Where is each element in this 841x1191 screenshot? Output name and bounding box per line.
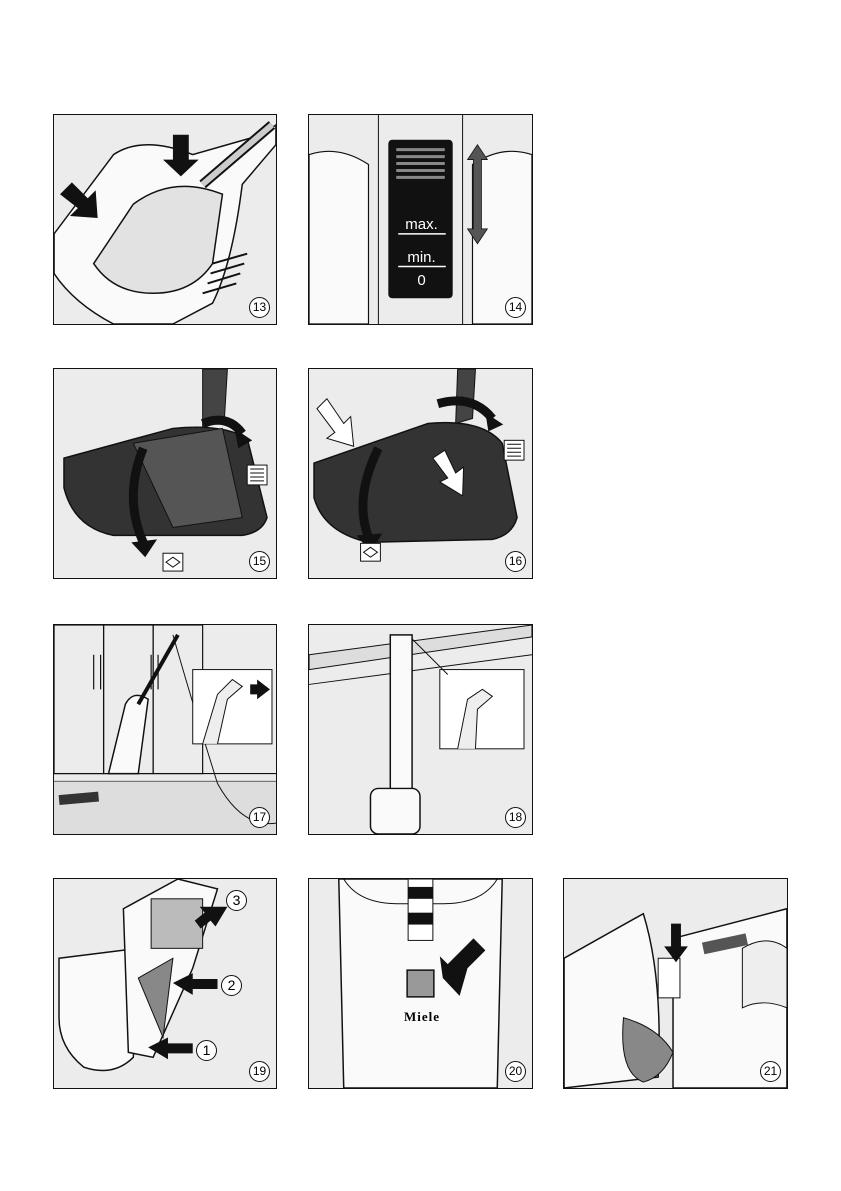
figure-number: 21 [760,1061,781,1082]
hard-floor-icon [361,543,381,561]
vacuum-handle-illustration [54,115,276,324]
figure-18: 18 [308,624,533,835]
bag-compartment-illustration [54,879,276,1088]
max-label: max. [389,216,454,233]
figure-17: 17 [53,624,277,835]
zero-label: 0 [389,272,454,289]
left-press-arrow-icon [317,399,354,447]
figure-number: 18 [505,807,526,828]
vacuum-storage-illustration [309,625,532,834]
hard-floor-icon [163,553,183,571]
callout-2: 2 [221,975,242,996]
figure-15: 15 [53,368,277,579]
callout-1: 1 [196,1040,217,1061]
figure-19: 3 2 1 19 [53,878,277,1089]
figure-number: 16 [505,551,526,572]
floorhead-buttons-illustration [309,369,532,578]
figure-21: 21 [563,878,788,1089]
vacuum-parking-illustration [54,625,276,834]
figure-number: 19 [249,1061,270,1082]
figure-number: 14 [505,297,526,318]
figure-number: 13 [249,297,270,318]
figure-16: 16 [308,368,533,579]
figure-13: 13 [53,114,277,325]
figure-number: 15 [249,551,270,572]
floorhead-illustration [54,369,276,578]
figure-20: Miele 20 [308,878,533,1089]
figure-14: max. min. 0 14 [308,114,533,325]
figure-number: 20 [505,1061,526,1082]
figure-number: 17 [249,807,270,828]
min-label: min. [389,249,454,266]
dustbag-removal-illustration [564,879,787,1088]
vacuum-back-illustration [309,879,532,1088]
callout-3: 3 [226,890,247,911]
brand-logo: Miele [397,1009,447,1025]
carpet-icon [247,465,267,485]
carpet-icon [504,440,524,460]
